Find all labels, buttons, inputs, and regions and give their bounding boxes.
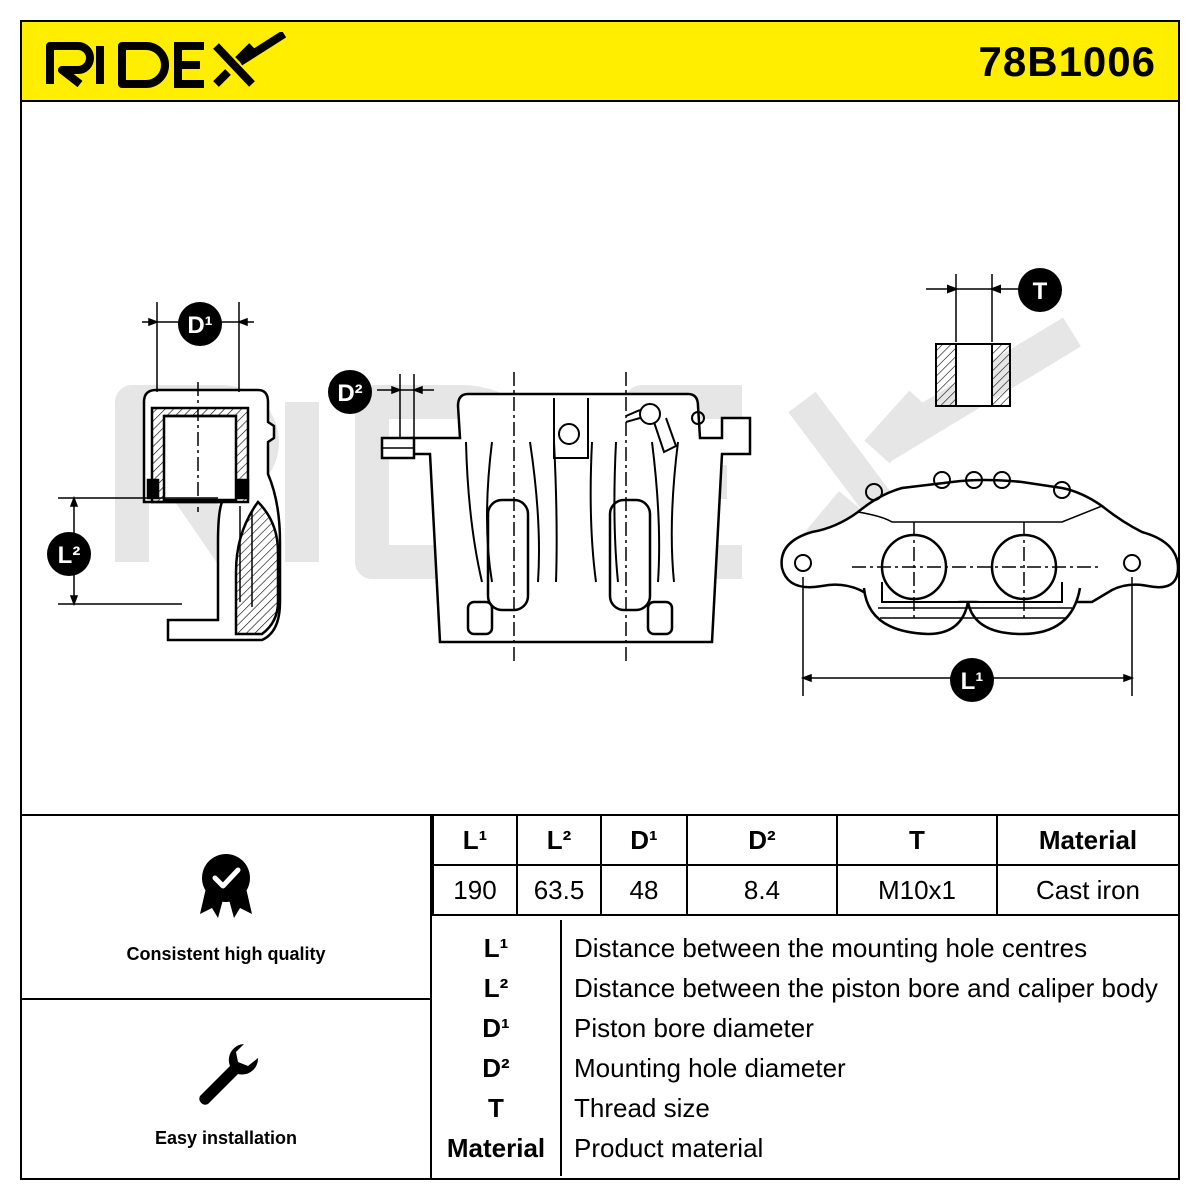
d2-marker — [328, 370, 372, 414]
caliper-top-view — [780, 471, 1178, 636]
legend: L¹ Distance between the mounting hole ce… — [432, 916, 1178, 1178]
d1-label: D¹ — [187, 312, 212, 339]
d2-dimension — [377, 374, 434, 438]
quality-badge-icon — [200, 854, 252, 918]
legend-symbol: L¹ — [483, 933, 509, 963]
t-marker — [1018, 268, 1062, 312]
features-panel: Consistent high quality Easy installatio… — [22, 816, 432, 1178]
spec-value-l1: 190 — [432, 864, 518, 916]
t-label: T — [1033, 278, 1048, 305]
header-bar: 78B1006 — [22, 22, 1178, 102]
caliper-side-section — [142, 382, 282, 642]
spec-table: L¹ L² D¹ D² T Material 190 63.5 48 8.4 M… — [432, 816, 1178, 916]
legend-symbol: D² — [482, 1053, 510, 1083]
spec-header-l2: L² — [516, 816, 602, 866]
legend-symbol: D¹ — [482, 1013, 510, 1043]
spec-value-d2: 8.4 — [686, 864, 838, 916]
legend-description: Distance between the piston bore and cal… — [574, 973, 1158, 1003]
d1-marker — [178, 302, 222, 346]
l1-marker — [950, 658, 994, 702]
spec-value-d1: 48 — [600, 864, 688, 916]
l2-dimension — [58, 495, 218, 607]
spec-header-d2: D² — [686, 816, 838, 866]
d2-label: D² — [337, 380, 362, 407]
legend-row: L² Distance between the piston bore and … — [432, 968, 1178, 1008]
spec-value-material: Cast iron — [996, 864, 1178, 916]
legend-description: Thread size — [574, 1093, 710, 1123]
product-sheet: 78B1006 — [20, 20, 1180, 1180]
part-number: 78B1006 — [978, 38, 1156, 85]
l1-label: L¹ — [961, 668, 984, 695]
legend-description: Product material — [574, 1133, 764, 1163]
spec-value-row: 190 63.5 48 8.4 M10x1 Cast iron — [432, 864, 1178, 916]
feature-quality-label: Consistent high quality — [126, 944, 326, 964]
legend-divider — [560, 920, 562, 1176]
legend-description: Distance between the mounting hole centr… — [574, 933, 1088, 963]
legend-description: Mounting hole diameter — [574, 1053, 846, 1083]
spec-value-l2: 63.5 — [516, 864, 602, 916]
caliper-front-view — [380, 372, 752, 662]
l2-label: L² — [58, 542, 81, 569]
ridex-logo — [46, 32, 287, 88]
spec-header-d1: D¹ — [600, 816, 688, 866]
legend-symbol: L² — [483, 973, 509, 1003]
spec-value-t: M10x1 — [836, 864, 998, 916]
feature-quality: Consistent high quality — [22, 816, 430, 1000]
legend-description: Piston bore diameter — [574, 1013, 814, 1043]
thread-detail — [926, 274, 1022, 407]
l2-marker — [47, 532, 91, 576]
legend-symbol: T — [488, 1093, 504, 1123]
legend-row: Material Product material — [432, 1128, 1178, 1168]
legend-row: L¹ Distance between the mounting hole ce… — [432, 928, 1178, 968]
info-panel: Consistent high quality Easy installatio… — [22, 814, 1178, 1178]
legend-row: T Thread size — [432, 1088, 1178, 1128]
spec-header-row: L¹ L² D¹ D² T Material — [432, 816, 1178, 866]
spec-header-t: T — [836, 816, 998, 866]
spec-header-l1: L¹ — [432, 816, 518, 866]
legend-row: D¹ Piston bore diameter — [432, 1008, 1178, 1048]
legend-symbol: Material — [446, 1133, 546, 1163]
wrench-icon — [199, 1044, 259, 1105]
feature-install: Easy installation — [22, 1000, 430, 1178]
feature-install-label: Easy installation — [154, 1128, 298, 1148]
spec-header-material: Material — [996, 816, 1178, 866]
caliper-drawing: D¹ L² — [47, 268, 1178, 702]
legend-row: D² Mounting hole diameter — [432, 1048, 1178, 1088]
